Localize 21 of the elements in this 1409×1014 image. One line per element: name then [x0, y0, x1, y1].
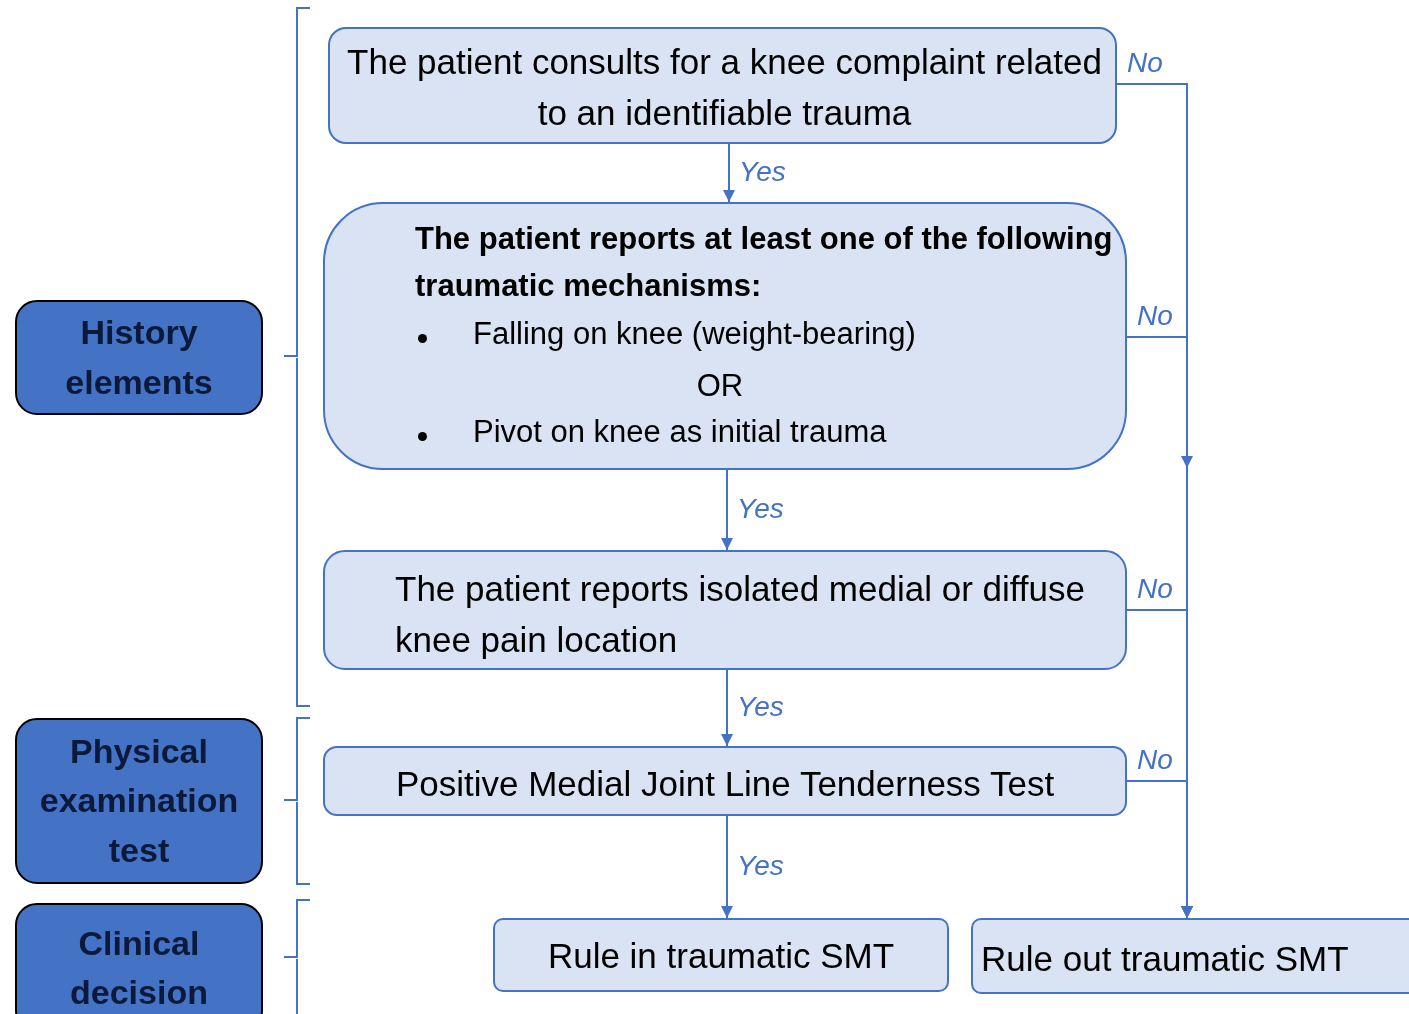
stage-label: Physical examination test — [38, 731, 240, 871]
process-box — [323, 202, 1127, 470]
bullet-text: Falling on knee (weight-bearing) — [473, 315, 917, 353]
stage-label-box — [15, 718, 263, 884]
stage-label: Clinical decision — [69, 922, 209, 1013]
box-text: Rule out traumatic SMT — [981, 938, 1350, 980]
box-heading: The patient reports at least one of the following traumatic mechanisms: — [415, 220, 1114, 305]
box-text: The patient consults for a knee complaint related to an identifiable trauma — [346, 41, 1103, 134]
stage-label-box — [15, 300, 263, 415]
decision-outcome-box — [493, 918, 949, 992]
process-box — [328, 27, 1117, 144]
process-box — [323, 746, 1127, 816]
stage-label: History elements — [64, 312, 214, 403]
stage-label-box — [15, 903, 263, 1014]
box-text: Rule in traumatic SMT — [546, 935, 896, 977]
process-box — [323, 550, 1127, 670]
connector-word: OR — [695, 367, 745, 405]
decision-outcome-box — [971, 918, 1409, 994]
bullet-text: Pivot on knee as initial trauma — [473, 413, 888, 451]
box-text: Positive Medial Joint Line Tenderness Test — [394, 763, 1056, 805]
box-text: The patient reports isolated medial or diffuse knee pain location — [395, 568, 1087, 661]
